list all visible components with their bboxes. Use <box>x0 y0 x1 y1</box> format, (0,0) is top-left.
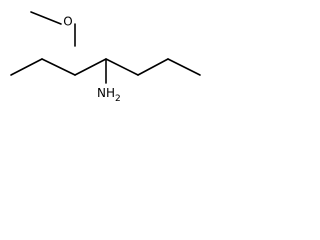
amine-h-label: H <box>106 86 115 100</box>
bond-c5-c6 <box>137 58 169 76</box>
bond-c2-c3 <box>41 58 76 76</box>
bond-methyl-o <box>30 11 62 25</box>
structure-canvas: O NH2 <box>0 0 214 135</box>
skeletal-formula: O NH2 <box>10 11 201 104</box>
amine-group-label: NH2 <box>97 86 121 104</box>
bond-c4-c5 <box>105 58 139 76</box>
oxygen-atom-label: O <box>63 15 72 29</box>
amine-n-label: N <box>97 86 106 100</box>
bond-c6-c7 <box>167 58 201 76</box>
bond-c1-c2 <box>10 58 43 76</box>
amine-subscript: 2 <box>115 94 121 104</box>
bond-c3-c4 <box>74 58 107 76</box>
